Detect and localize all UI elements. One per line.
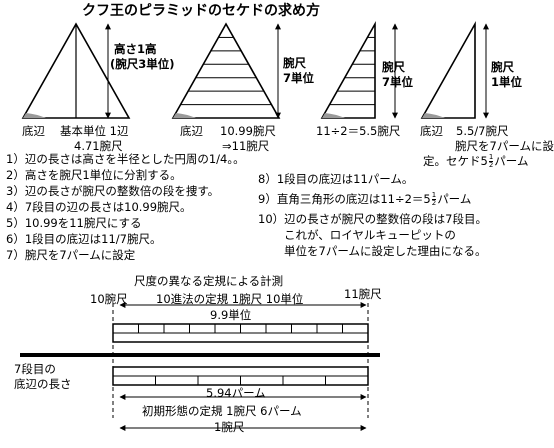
fig1-unit-label-1: 基本単位 1辺: [60, 124, 129, 138]
pyramid-figure-3: [320, 20, 398, 119]
fig2-side-label-2: 7単位: [283, 71, 315, 85]
half-pyramid: [320, 20, 376, 119]
fig2-value-1: 10.99腕尺: [220, 124, 276, 138]
fig4-side-label-1: 腕尺: [491, 60, 514, 74]
step-4: 4）7段目の辺の長さは10.99腕尺。: [6, 200, 192, 214]
fig1-height-label-1: 高さ1高: [114, 42, 157, 56]
lower-span-label: 5.94パーム: [206, 386, 266, 400]
ten-cubit-label: 10腕尺: [90, 292, 128, 306]
step-1: 1）辺の長さは高さを半径とした円周の1/4。。: [6, 152, 245, 166]
stage-lines: [329, 36, 375, 106]
pyramid-figure-1: [21, 22, 131, 119]
fig3-formula: 11÷2＝5.5腕尺: [316, 124, 401, 138]
fig4-side-label-2: 1単位: [491, 75, 523, 89]
fig1-unit-label-2: 4.71腕尺: [74, 139, 123, 153]
step-10-line-3: 単位を7パームに設定した理由になる。: [284, 244, 487, 258]
arc-shade: [173, 113, 196, 118]
eleven-cubit-label: 11腕尺: [344, 287, 382, 301]
ruler-diagram: [20, 302, 380, 431]
bottom-title: 尺度の異なる定規による計測: [134, 274, 284, 288]
step-5: 5）10.99を11腕尺にする: [6, 216, 142, 230]
fig4-base-label: 底辺: [420, 124, 443, 138]
fig1-height-label-2: (腕尺3単位): [110, 57, 175, 71]
pyramid-outline: [171, 22, 281, 119]
early-ruler-ticks: [113, 375, 368, 385]
step-3: 3）辺の長さが腕尺の整数倍の段を捜す。: [6, 184, 220, 198]
fig4-note-1: 腕尺を7パームに設: [455, 139, 554, 153]
step-10-line-2: これが、ロイヤルキューピットの: [284, 228, 456, 242]
half-pyramid: [420, 20, 476, 119]
fig3-side-label-2: 7単位: [382, 75, 414, 89]
side-label-1: 7段目の: [14, 362, 56, 376]
fig2-value-2: ⇒11腕尺: [222, 139, 270, 153]
pyramid-figure-4: [420, 20, 489, 119]
arc-shade: [422, 113, 445, 118]
diagram-canvas: [20, 20, 489, 431]
upper-span-label: 9.9単位: [210, 308, 252, 322]
fig4-value: 5.5/7腕尺: [456, 124, 509, 138]
page-title: クフ王のピラミッドのセケドの求め方: [82, 3, 320, 19]
decimal-ruler-label: 10進法の定規 1腕尺 10単位: [156, 292, 304, 306]
fig3-side-label-1: 腕尺: [382, 60, 405, 74]
step-2: 2）高さを腕尺1単位に分割する。: [6, 168, 182, 182]
stage-lines: [180, 36, 272, 106]
bottom-span-label: 1腕尺: [214, 420, 245, 434]
side-label-2: 底辺の長さ: [14, 377, 72, 391]
step-8: 8）1段目の底辺は11パーム。: [258, 172, 414, 186]
step-10-line-1: 10）辺の長さが腕尺の整数倍の段は7段目。: [258, 212, 487, 226]
fig2-base-label: 底辺: [180, 124, 203, 138]
arc-shade: [23, 113, 46, 118]
pyramid-figure-2: [171, 22, 281, 119]
fig2-side-label-1: 腕尺: [283, 56, 306, 70]
fig1-base-label: 底辺: [22, 124, 45, 138]
step-7: 7）腕尺を7パームに設定: [6, 248, 136, 262]
step-6: 6）1段目の底辺は11/7腕尺。: [6, 232, 162, 246]
early-ruler-label: 初期形態の定規 1腕尺 6パーム: [142, 404, 302, 418]
arc-shade: [322, 113, 345, 118]
decimal-ruler-ticks: [113, 324, 368, 334]
